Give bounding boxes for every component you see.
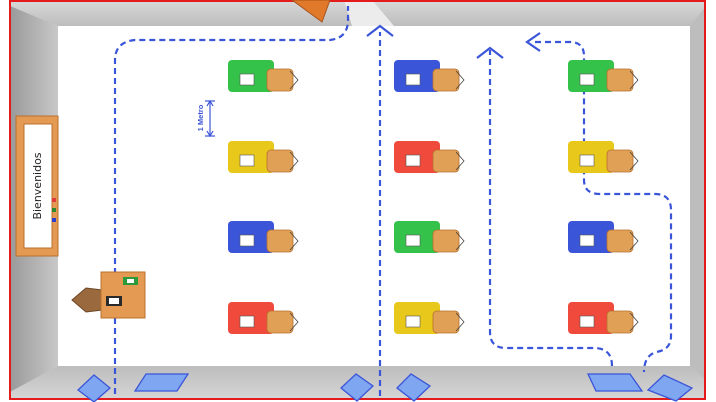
chair-back xyxy=(455,312,465,332)
student-desk-red xyxy=(228,302,299,334)
window xyxy=(340,373,375,402)
chair-back xyxy=(629,70,639,90)
path-right-down xyxy=(535,40,673,373)
student-chair xyxy=(432,68,460,92)
windows xyxy=(76,373,694,402)
window xyxy=(76,374,112,402)
student-desk-green xyxy=(228,60,299,92)
student-desk-blue xyxy=(394,60,465,92)
student-desks xyxy=(228,60,639,334)
window xyxy=(396,373,432,402)
chair-back xyxy=(289,70,299,90)
student-chair xyxy=(606,310,634,334)
student-chair xyxy=(432,310,460,334)
arrow-right-left xyxy=(525,32,541,52)
desk-paper xyxy=(579,154,595,167)
arrow-center xyxy=(366,24,394,37)
scale-label: 1 Metro xyxy=(196,104,205,131)
right-wall xyxy=(690,6,706,380)
window xyxy=(586,373,644,392)
student-desk-blue xyxy=(228,221,299,253)
desk-paper xyxy=(239,154,255,167)
student-chair xyxy=(432,149,460,173)
chair-back xyxy=(289,231,299,251)
top-wall-opening xyxy=(344,0,394,26)
chair-back xyxy=(455,151,465,171)
arrow-right-up xyxy=(476,46,504,59)
chair-back xyxy=(455,70,465,90)
path-left xyxy=(113,6,350,394)
student-desk-blue xyxy=(568,221,639,253)
student-chair xyxy=(432,229,460,253)
desk-paper xyxy=(579,73,595,86)
chair-back xyxy=(629,151,639,171)
desk-paper xyxy=(239,234,255,247)
student-desk-green xyxy=(394,221,465,253)
window xyxy=(133,373,190,392)
desk-paper xyxy=(405,234,421,247)
window xyxy=(646,374,694,402)
door xyxy=(291,0,331,23)
desk-paper xyxy=(579,234,595,247)
evacuation-paths xyxy=(113,6,673,396)
desk-paper xyxy=(239,315,255,328)
student-desk-yellow xyxy=(394,302,465,334)
student-chair xyxy=(606,229,634,253)
path-arrowheads xyxy=(366,24,541,59)
desk-paper xyxy=(579,315,595,328)
chair-back xyxy=(289,312,299,332)
path-right-up xyxy=(488,50,614,367)
desk-paper xyxy=(405,315,421,328)
student-chair xyxy=(266,68,294,92)
student-chair xyxy=(266,149,294,173)
student-desk-yellow xyxy=(568,141,639,173)
teacher-desk xyxy=(71,271,146,319)
student-desk-red xyxy=(568,302,639,334)
chair-back xyxy=(289,151,299,171)
scale-marker: 1 Metro xyxy=(196,99,215,138)
whiteboard: Bienvenidos xyxy=(15,115,59,257)
desk-paper xyxy=(405,73,421,86)
board-text: Bienvenidos xyxy=(31,152,44,219)
student-chair xyxy=(606,68,634,92)
student-desk-yellow xyxy=(228,141,299,173)
desk-paper xyxy=(405,154,421,167)
student-chair xyxy=(266,310,294,334)
chair-back xyxy=(629,231,639,251)
desk-paper xyxy=(239,73,255,86)
chair-back xyxy=(455,231,465,251)
student-chair xyxy=(606,149,634,173)
student-desk-red xyxy=(394,141,465,173)
student-desk-green xyxy=(568,60,639,92)
student-chair xyxy=(266,229,294,253)
chair-back xyxy=(629,312,639,332)
